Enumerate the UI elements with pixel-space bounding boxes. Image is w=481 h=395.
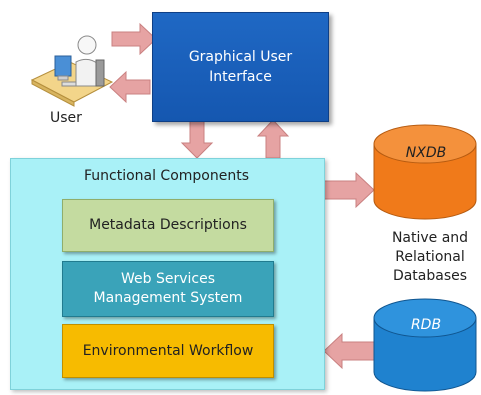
databases-caption-line3: Databases [392, 268, 468, 284]
databases-caption-line1: Native and [391, 230, 469, 246]
arrow-functional-to-nxdb [323, 171, 375, 209]
web-services-box: Web Services Management System [62, 261, 274, 317]
nxdb-label: NXDB [405, 145, 447, 161]
arrow-gui-to-user [109, 70, 151, 104]
gui-label-line2: Interface [209, 69, 272, 85]
rdb-label: RDB [410, 317, 442, 333]
databases-caption-line2: Relational [395, 249, 465, 265]
gui-label-line1: Graphical User [188, 49, 293, 65]
environmental-workflow-label: Environmental Workflow [82, 342, 254, 359]
arrow-gui-to-functional [180, 119, 214, 159]
gui-box: Graphical User Interface [152, 12, 329, 122]
user-label: User [50, 110, 82, 126]
environmental-workflow-box: Environmental Workflow [62, 324, 274, 378]
databases-caption: Native and Relational Databases [384, 229, 476, 286]
functional-components-title: Functional Components [83, 168, 250, 184]
nxdb-cylinder [373, 124, 477, 220]
arrow-rdb-to-functional [323, 332, 375, 370]
arrow-user-to-gui [111, 22, 157, 56]
rdb-cylinder [373, 298, 477, 392]
metadata-descriptions-box: Metadata Descriptions [62, 199, 274, 252]
user-icon [30, 35, 114, 107]
arrow-functional-to-gui [256, 119, 290, 159]
web-services-label-line2: Management System [93, 290, 243, 306]
web-services-label-line1: Web Services [120, 271, 215, 287]
metadata-descriptions-label: Metadata Descriptions [89, 217, 247, 233]
